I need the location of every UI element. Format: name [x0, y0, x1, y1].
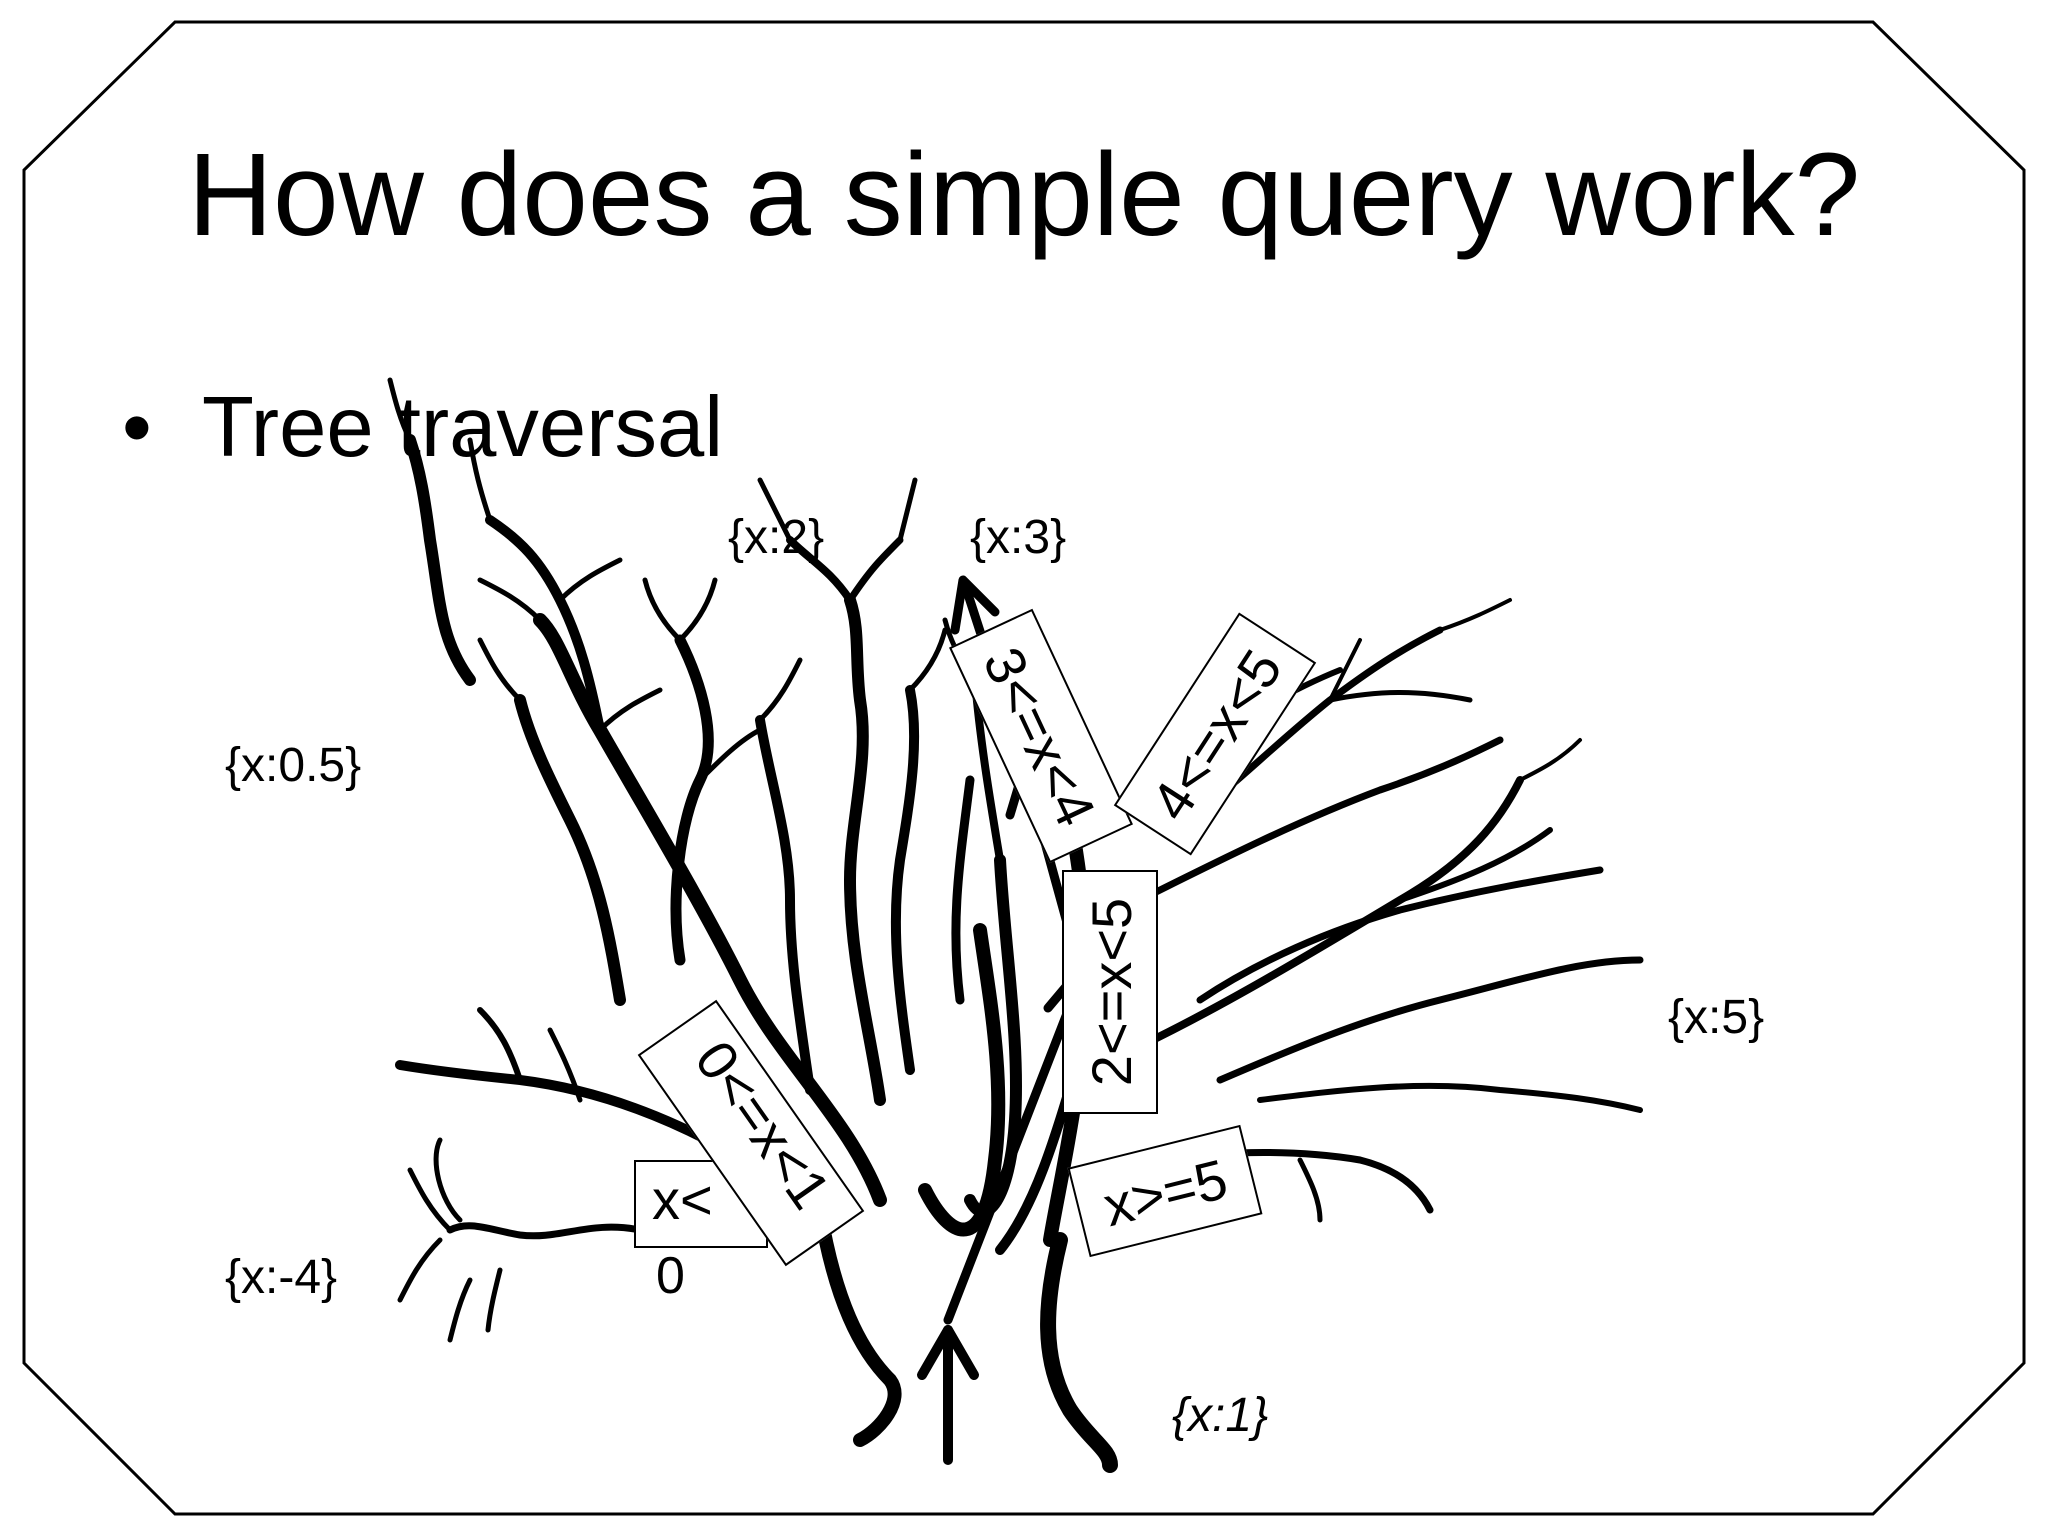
bullet-dot: •	[122, 380, 152, 475]
condition-lt0-line2: 0	[656, 1247, 685, 1305]
leaf-label-x05: {x:0.5}	[225, 739, 362, 792]
condition-lt0-line1: x<	[652, 1168, 713, 1231]
leaf-label-x1: {x:1}	[1172, 1389, 1269, 1442]
leaf-label-x5: {x:5}	[1668, 991, 1765, 1044]
leaf-label-x2: {x:2}	[728, 511, 825, 564]
condition-box-2-to-5: 2<=x<5	[1062, 870, 1158, 1114]
slide-title: How does a simple query work?	[187, 129, 1861, 261]
bullet-text: Tree traversal	[202, 380, 724, 475]
leaf-label-x3: {x:3}	[970, 511, 1067, 564]
leaf-label-xm4: {x:-4}	[225, 1251, 338, 1304]
bullet-item: • Tree traversal	[122, 378, 723, 478]
tree-illustration	[387, 377, 1644, 1473]
